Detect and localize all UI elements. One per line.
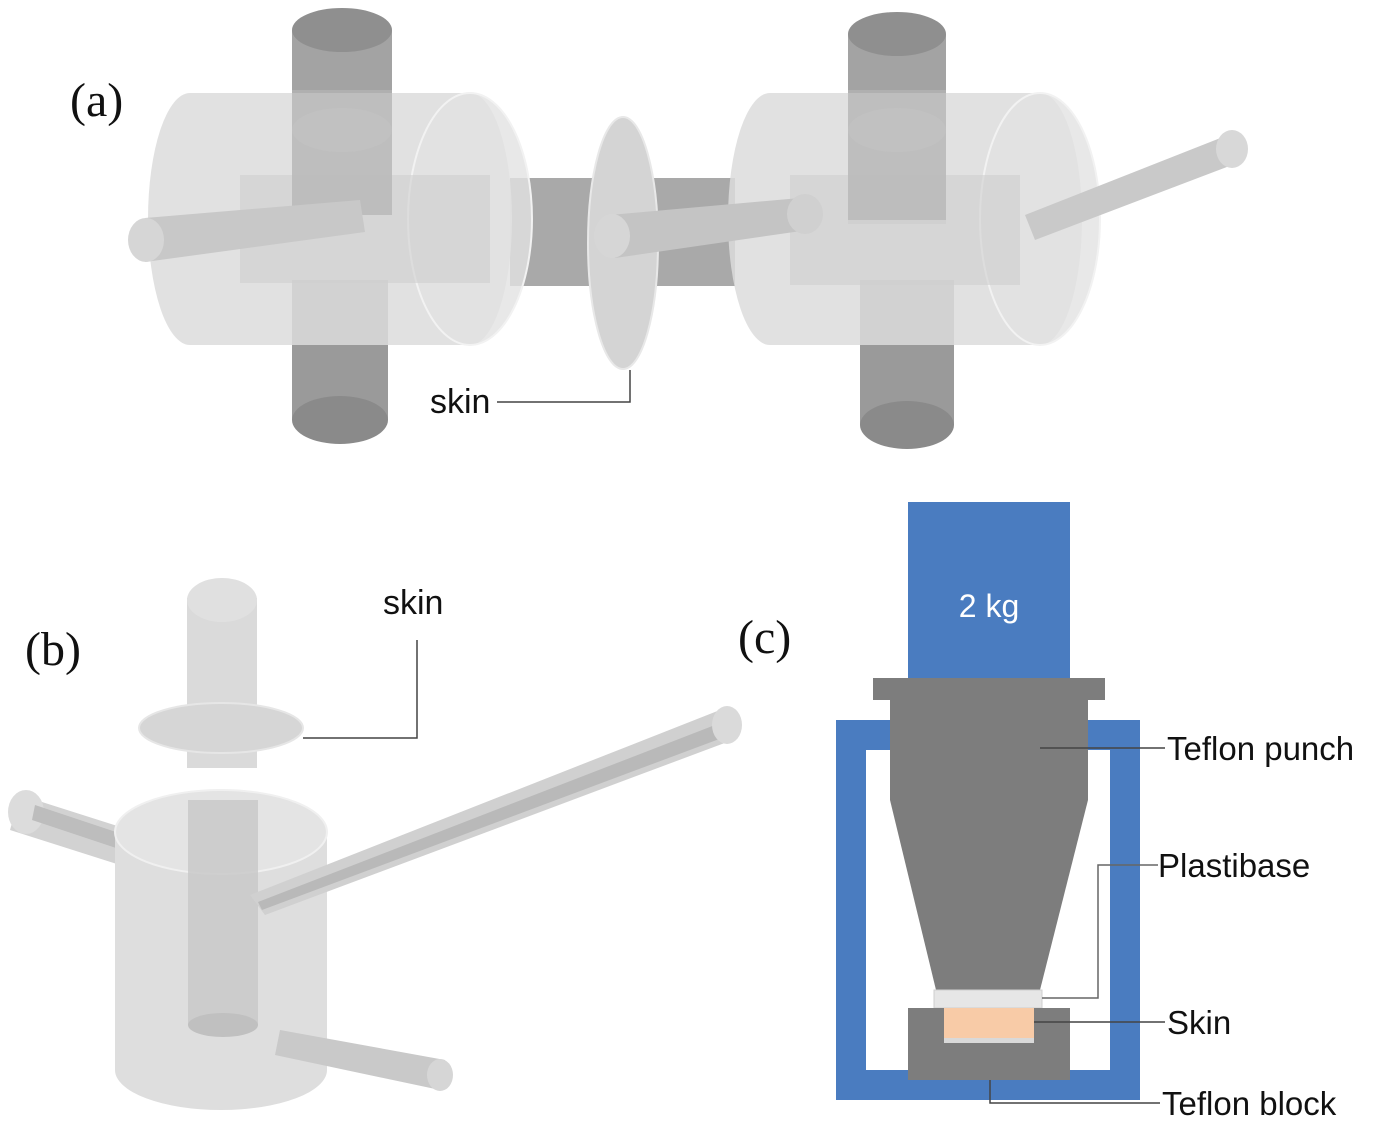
teflon-punch [873,678,1105,990]
side-arm-left [8,790,130,865]
panel-c: 2 kg (c) Teflon punch Plastibase Skin Te… [738,502,1354,1122]
panel-letter-c: (c) [738,611,791,664]
plastibase-layer [933,989,1043,1009]
label-skin-c: Skin [1167,1004,1231,1041]
panel-b: (b) skin [8,578,742,1110]
panel-a: (a) skin [70,8,1248,449]
skin-label-b: skin [383,584,443,622]
label-teflon-punch: Teflon punch [1167,730,1354,767]
chamber-right [728,90,1101,346]
skin-ring-b [138,702,304,754]
skin-sample [944,1008,1034,1040]
skin-leader-b [303,640,418,739]
sampling-arm-middle [594,194,823,258]
panel-letter-b: (b) [25,623,81,676]
sampling-arm-right [1025,130,1248,240]
leader-block [989,1080,1160,1104]
clamp-bottom-left [292,280,388,444]
receptor-body [114,789,328,1110]
leader-plastibase [1042,864,1158,999]
panel-letter-a: (a) [70,74,123,127]
skin-label-a: skin [430,383,490,421]
sampling-arm-long [250,706,742,915]
label-plastibase: Plastibase [1158,847,1310,884]
label-teflon-block: Teflon block [1162,1085,1337,1119]
side-arm-bottom [275,1030,453,1091]
weight-label: 2 kg [959,588,1019,624]
skin-leader-a [497,370,631,403]
sampling-arm-left [128,200,365,262]
weight-block [908,502,1070,680]
